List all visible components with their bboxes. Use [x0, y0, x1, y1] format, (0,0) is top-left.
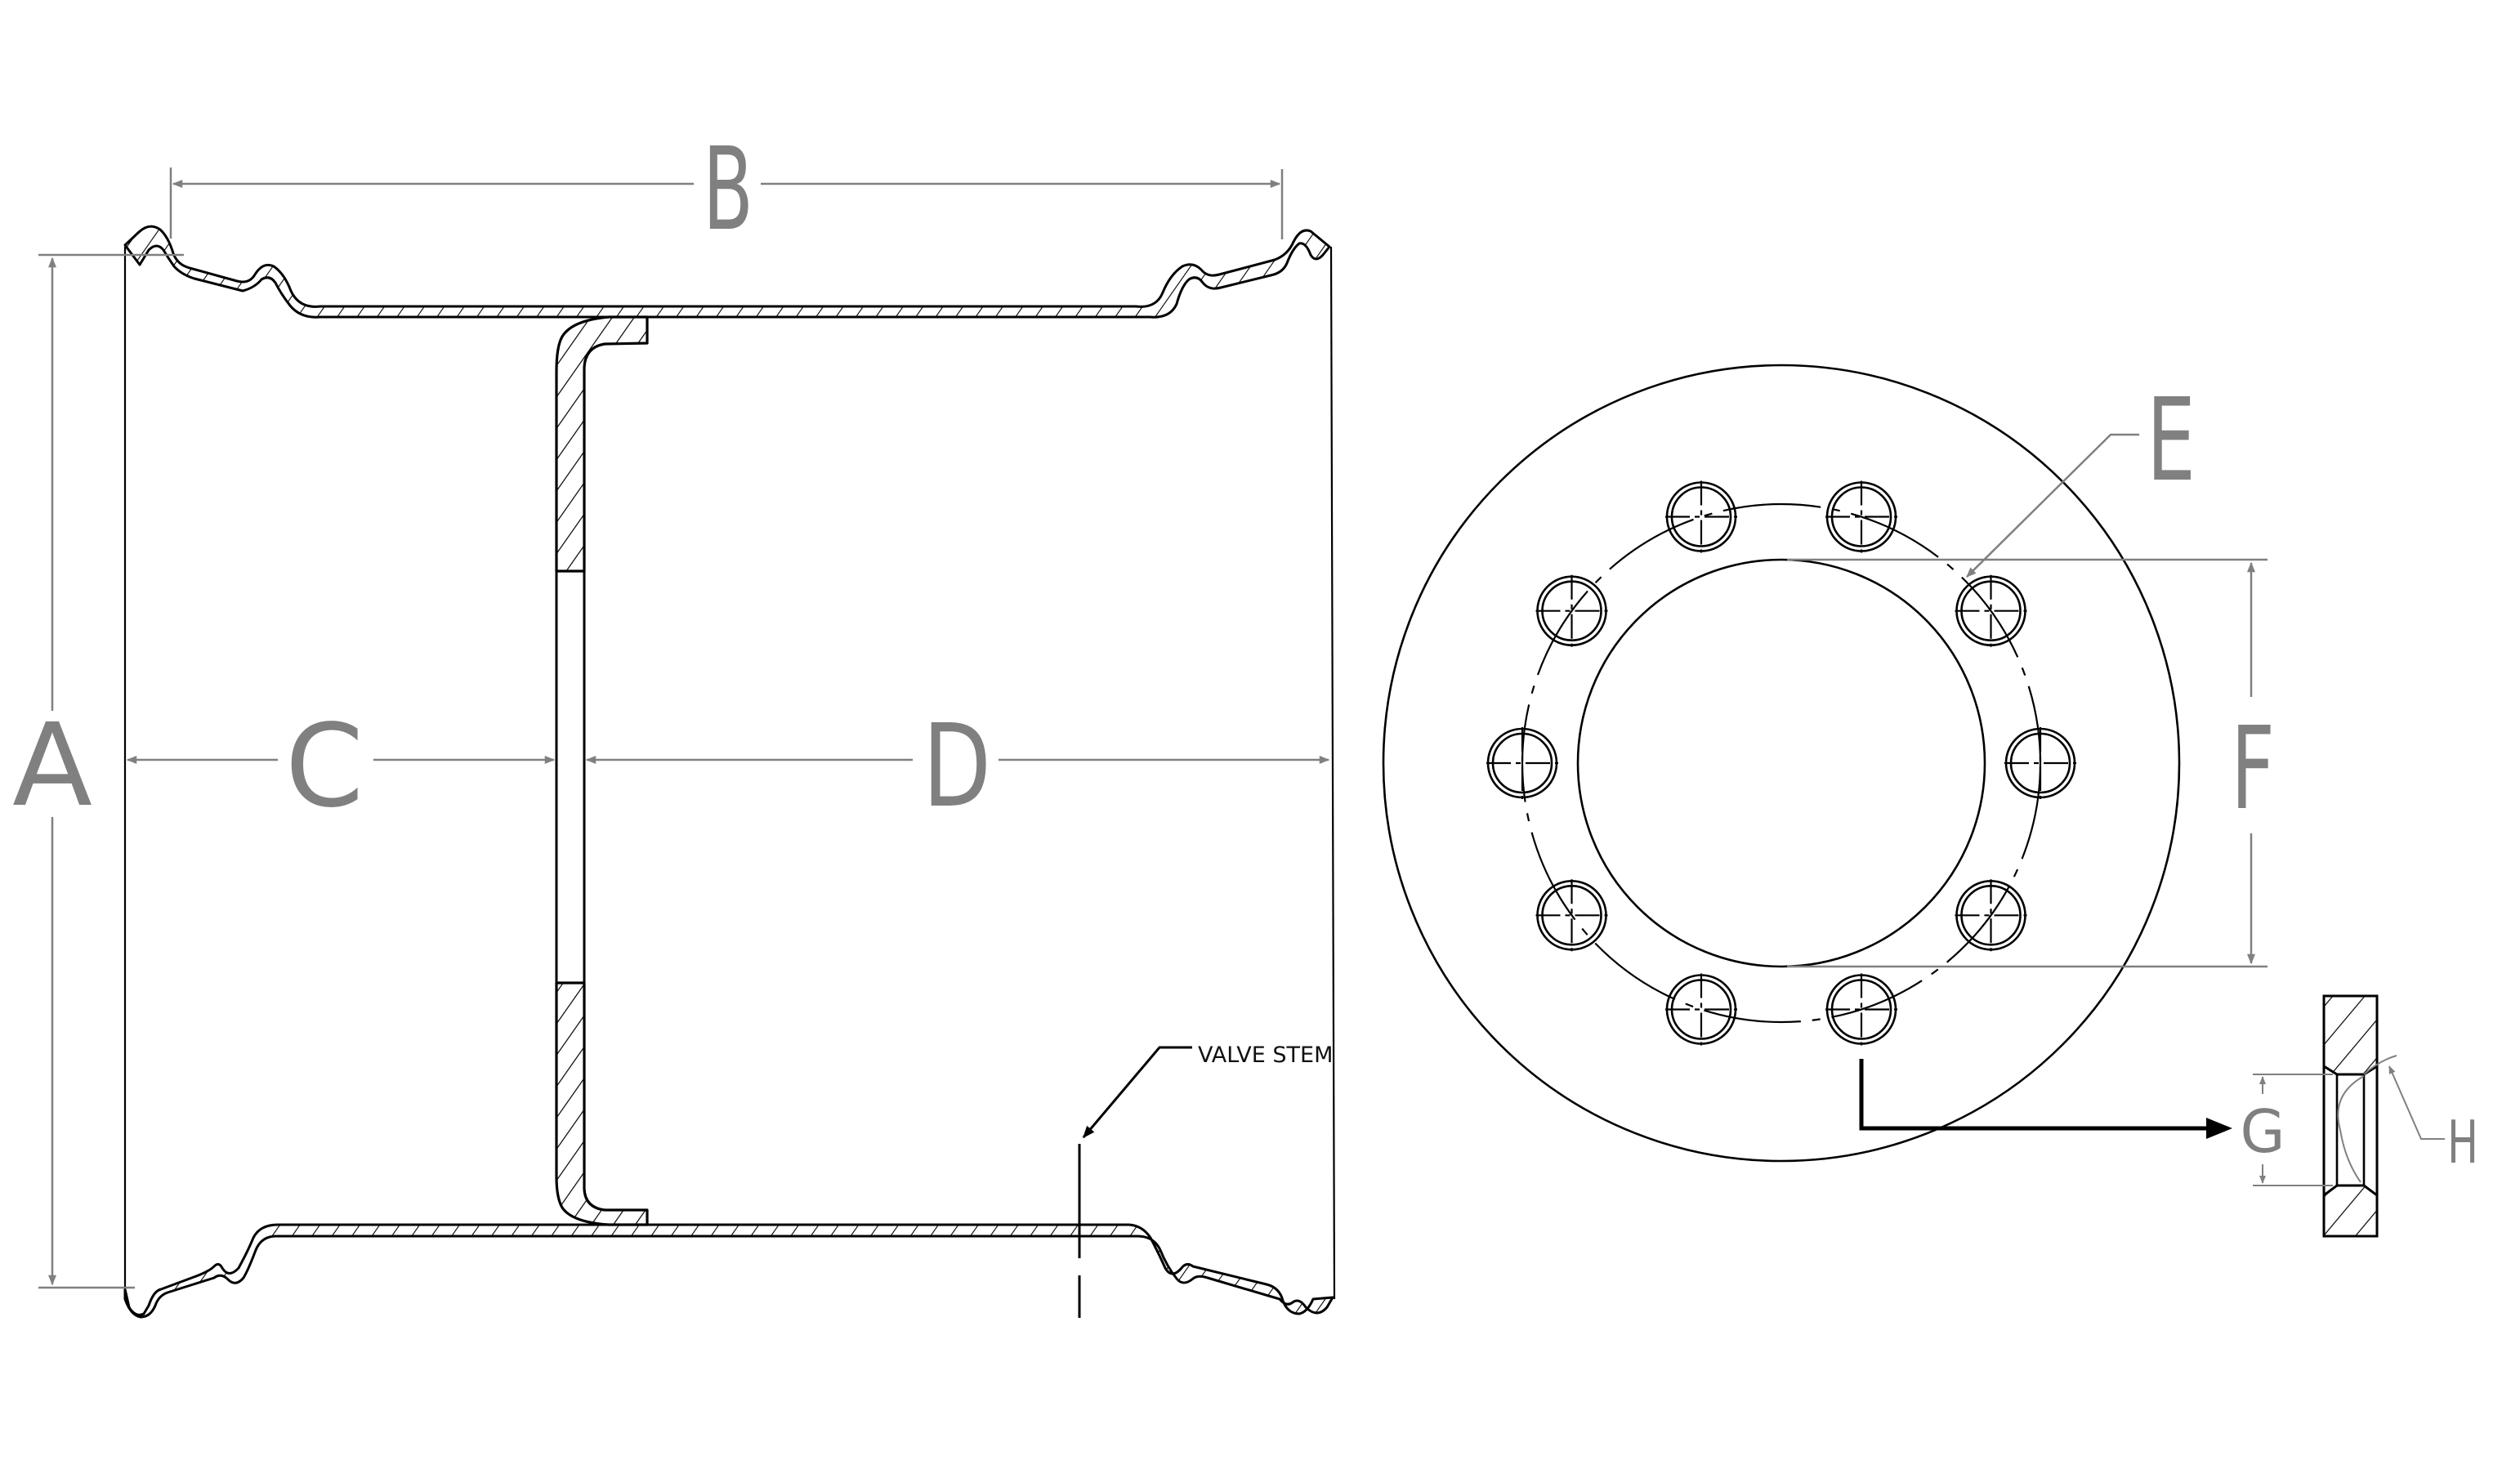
bolt-hole [1825, 973, 1897, 1046]
dimension-g: G [2241, 1074, 2333, 1186]
detail-hole-bore [2335, 1073, 2366, 1187]
dimension-e: E [1966, 374, 2196, 578]
bolt-hole [1665, 973, 1737, 1046]
dimension-f: F [1787, 558, 2275, 968]
bolt-hole [1535, 574, 1608, 647]
valve-stem-label: VALVE STEM [1198, 1043, 1333, 1068]
bolt-hole [1955, 574, 2027, 647]
dimension-a: A [12, 253, 184, 1289]
bolt-hole [1955, 879, 2027, 952]
valve-stem-leader [1082, 1046, 1192, 1139]
dim-b-label: B [703, 123, 753, 257]
dim-c-label: C [285, 700, 364, 833]
dim-e-label: E [2147, 374, 2196, 507]
detail-lower-section [2322, 1184, 2379, 1238]
detail-seat-angle-arc [2363, 1055, 2397, 1075]
dimension-h: H [2388, 1065, 2478, 1177]
rim-right-edge-line [1329, 246, 1336, 1300]
detail-callout-leader [1859, 1059, 2206, 1131]
bolt-circle [1521, 502, 2042, 1024]
wheel-outer-circle [1382, 364, 2181, 1163]
dimension-d: D [585, 700, 1330, 833]
dim-g-label: G [2241, 1097, 2285, 1166]
detail-upper-section [2322, 994, 2379, 1076]
dim-e-leader [1966, 433, 2139, 578]
dim-a-label: A [12, 699, 92, 833]
dim-f-label: F [2231, 703, 2275, 836]
disc-upper-section [555, 315, 649, 573]
bolt-hole [1486, 727, 1558, 799]
dimension-c: C [126, 700, 556, 833]
disc-center-opening [555, 569, 586, 985]
detail-callout-arrowhead [2206, 1118, 2232, 1139]
detail-view: G H [2241, 994, 2478, 1238]
bottom-rim-profile [123, 1223, 1334, 1319]
dimension-b: B [169, 123, 1284, 257]
bolt-hole [1825, 480, 1897, 553]
bolt-hole [1665, 480, 1737, 553]
bolt-hole [1535, 879, 1608, 952]
bolt-holes [1486, 480, 2076, 1046]
face-view: E F [1382, 364, 2275, 1163]
dim-h-label: H [2447, 1108, 2478, 1177]
dim-d-label: D [923, 700, 991, 833]
bolt-hole [2004, 727, 2076, 799]
top-rim-profile [123, 225, 1331, 319]
disc-lower-section [555, 981, 649, 1226]
dim-h-leader [2388, 1065, 2445, 1140]
detail-seat-arc [2337, 1075, 2365, 1183]
section-view: VALVE STEM A B C D [12, 123, 1336, 1319]
center-bore-circle [1576, 558, 1986, 968]
